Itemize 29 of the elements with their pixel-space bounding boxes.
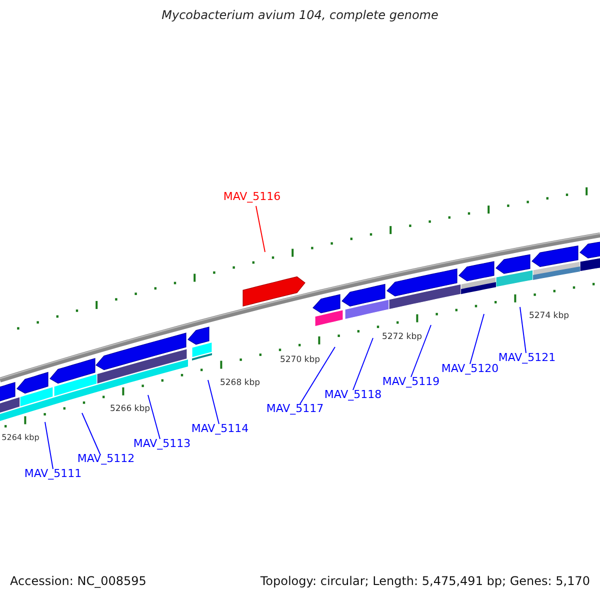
leader-line xyxy=(208,380,220,424)
gene-label: MAV_5118 xyxy=(324,389,382,402)
leader-line xyxy=(410,324,432,378)
gene-label: MAV_5114 xyxy=(191,423,249,436)
gene-label: MAV_5117 xyxy=(266,403,324,416)
scale-label: 5264 kbp xyxy=(2,433,40,442)
leader-line xyxy=(148,394,160,440)
gene-label: MAV_5113 xyxy=(133,438,191,451)
leader-line xyxy=(300,346,336,404)
scale-label: 5266 kbp xyxy=(110,405,150,415)
gene-label: MAV_5119 xyxy=(382,376,440,389)
title: Mycobacterium avium 104, complete genome xyxy=(162,9,438,23)
leader-line xyxy=(352,338,374,390)
footer-text: Accession: NC_008595 xyxy=(10,575,146,589)
leader-line xyxy=(470,314,484,364)
scale-label: 5272 kbp xyxy=(382,333,422,343)
footer-text: Topology: circular; Length: 5,475,491 bp; Genes: 5,170 xyxy=(260,575,590,589)
gene-label: MAV_5111 xyxy=(24,468,82,481)
gene-label: MAV_5112 xyxy=(77,453,135,466)
gene-label: MAV_5121 xyxy=(498,352,556,365)
scale-label: 5268 kbp xyxy=(220,379,260,389)
leader-line xyxy=(44,422,54,470)
gene-label: MAV_5116 xyxy=(223,191,281,204)
scale-label: 5270 kbp xyxy=(280,356,320,366)
leader-line xyxy=(256,206,266,252)
scale-label: 5274 kbp xyxy=(528,312,570,322)
leader-line xyxy=(520,306,526,354)
gene-label: MAV_5120 xyxy=(441,363,499,376)
leader-line xyxy=(82,412,100,454)
